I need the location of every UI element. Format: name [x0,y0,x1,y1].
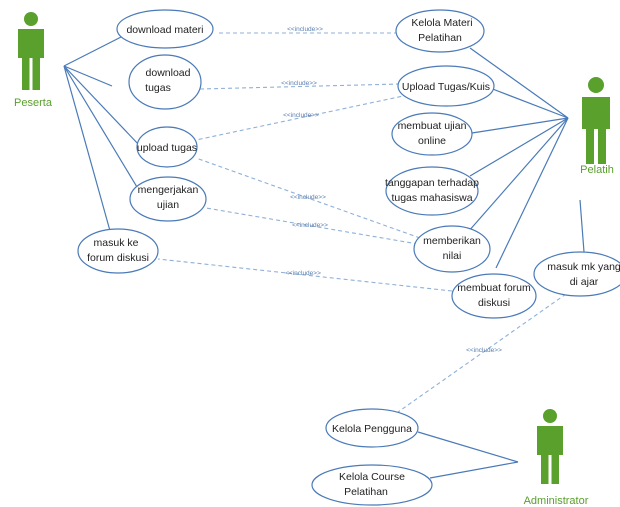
use-case-label-line2: online [418,135,446,147]
use-case-label-line2: Pelatihan [418,32,462,44]
use-case-label-line1: Kelola Course [339,471,405,483]
use-case-kelola-materi[interactable]: Kelola Materi Pelatihan [395,9,485,53]
use-case-label-line1: membuat forum [457,282,531,294]
use-case-label: download materi [126,24,203,36]
use-case-tanggapan[interactable]: tanggapan terhadap tugas mahasiswa [385,166,479,216]
use-case-label-line1: memberikan [423,235,481,247]
include-masuk-mk-kelola-pengguna [397,293,567,413]
actor-label: Peserta [14,97,53,109]
person-icon [537,409,563,484]
use-case-label: upload tugas [137,142,197,154]
include-label: <<include>> [283,112,319,119]
use-case-label-line1: masuk ke [94,237,139,249]
use-case-upload-tugas[interactable]: upload tugas [136,126,198,168]
actor-pelatih[interactable]: Pelatih [580,77,614,176]
use-case-masuk-mk[interactable]: masuk mk yang di ajar [533,251,620,297]
associations [63,34,585,479]
include-label: <<include>> [287,26,323,33]
use-case-label-line2: Pelatihan [344,486,388,498]
use-case-label: Upload Tugas/Kuis [402,81,490,93]
assoc-pelatih-upload-kuis [489,87,569,119]
use-case-label-line2: nilai [443,250,462,262]
assoc-peserta-mengerjakan-ujian [63,65,141,193]
include-forum-masuk-forum [157,258,453,292]
actor-label: Pelatih [580,164,614,176]
actor-peserta[interactable]: Peserta [14,12,53,109]
include-label: <<include>> [281,80,317,87]
include-label: <<include>> [292,222,328,229]
use-case-download-tugas[interactable]: download tugas [128,54,202,110]
use-case-membuat-ujian[interactable]: membuat ujian online [391,112,473,156]
use-case-label-line1: tanggapan terhadap [385,177,479,189]
use-case-label-line1: mengerjakan [138,184,199,196]
include-dependencies: <<include>> <<include>> <<include>> <<in… [157,26,567,413]
use-case-label-line2: diskusi [478,297,510,309]
use-case-label-line1: download [146,67,191,79]
use-case-upload-tugas-kuis[interactable]: Upload Tugas/Kuis [397,65,495,107]
use-case-label-line1: masuk mk yang [547,261,620,273]
use-case-label-line1: Kelola Materi [411,17,472,29]
assoc-pelatih-tanggapan [469,117,569,177]
assoc-pelatih-memberikan-nilai [467,117,569,233]
assoc-peserta-download-tugas [63,65,113,87]
use-case-label-line2: ujian [157,199,179,211]
include-label: <<include>> [290,194,326,201]
include-nilai-mengerjakan-ujian [205,207,419,245]
include-label: <<include>> [285,270,321,277]
assoc-pelatih-membuat-ujian [471,117,569,134]
person-icon [582,77,610,164]
assoc-peserta-upload-tugas [63,65,141,147]
use-case-download-materi[interactable]: download materi [116,9,214,49]
assoc-pelatih-membuat-forum [495,117,569,269]
assoc-admin-kelola-course [429,461,519,479]
assoc-admin-kelola-pengguna [417,431,519,463]
use-case-kelola-course[interactable]: Kelola Course Pelatihan [311,464,433,506]
use-case-masuk-forum[interactable]: masuk ke forum diskusi [77,228,159,274]
assoc-pelatih-masuk-mk [579,199,585,253]
use-case-mengerjakan-ujian[interactable]: mengerjakan ujian [129,176,207,222]
include-upload-kuis-download-tugas [199,83,401,90]
assoc-peserta-masuk-forum [63,65,113,239]
use-case-kelola-pengguna[interactable]: Kelola Pengguna [325,408,419,448]
use-case-label-line2: tugas mahasiswa [391,192,472,204]
assoc-peserta-download-materi [63,34,126,67]
assoc-pelatih-kelola-materi [469,47,569,119]
use-case-memberikan-nilai[interactable]: memberikan nilai [413,225,491,273]
use-case-label-line1: membuat ujian [398,120,467,132]
use-case-membuat-forum[interactable]: membuat forum diskusi [451,273,537,319]
include-label: <<include>> [466,347,502,354]
use-case-label-line2: di ajar [570,276,599,288]
actor-label: Administrator [524,495,589,507]
include-nilai-upload-tugas [195,157,421,239]
person-icon [18,12,44,90]
actor-administrator[interactable]: Administrator [524,409,589,507]
use-case-label-line2: tugas [145,82,171,94]
use-case-label-line2: forum diskusi [87,252,149,264]
use-case-label: Kelola Pengguna [332,423,412,435]
include-upload-kuis-upload-tugas [195,94,409,141]
